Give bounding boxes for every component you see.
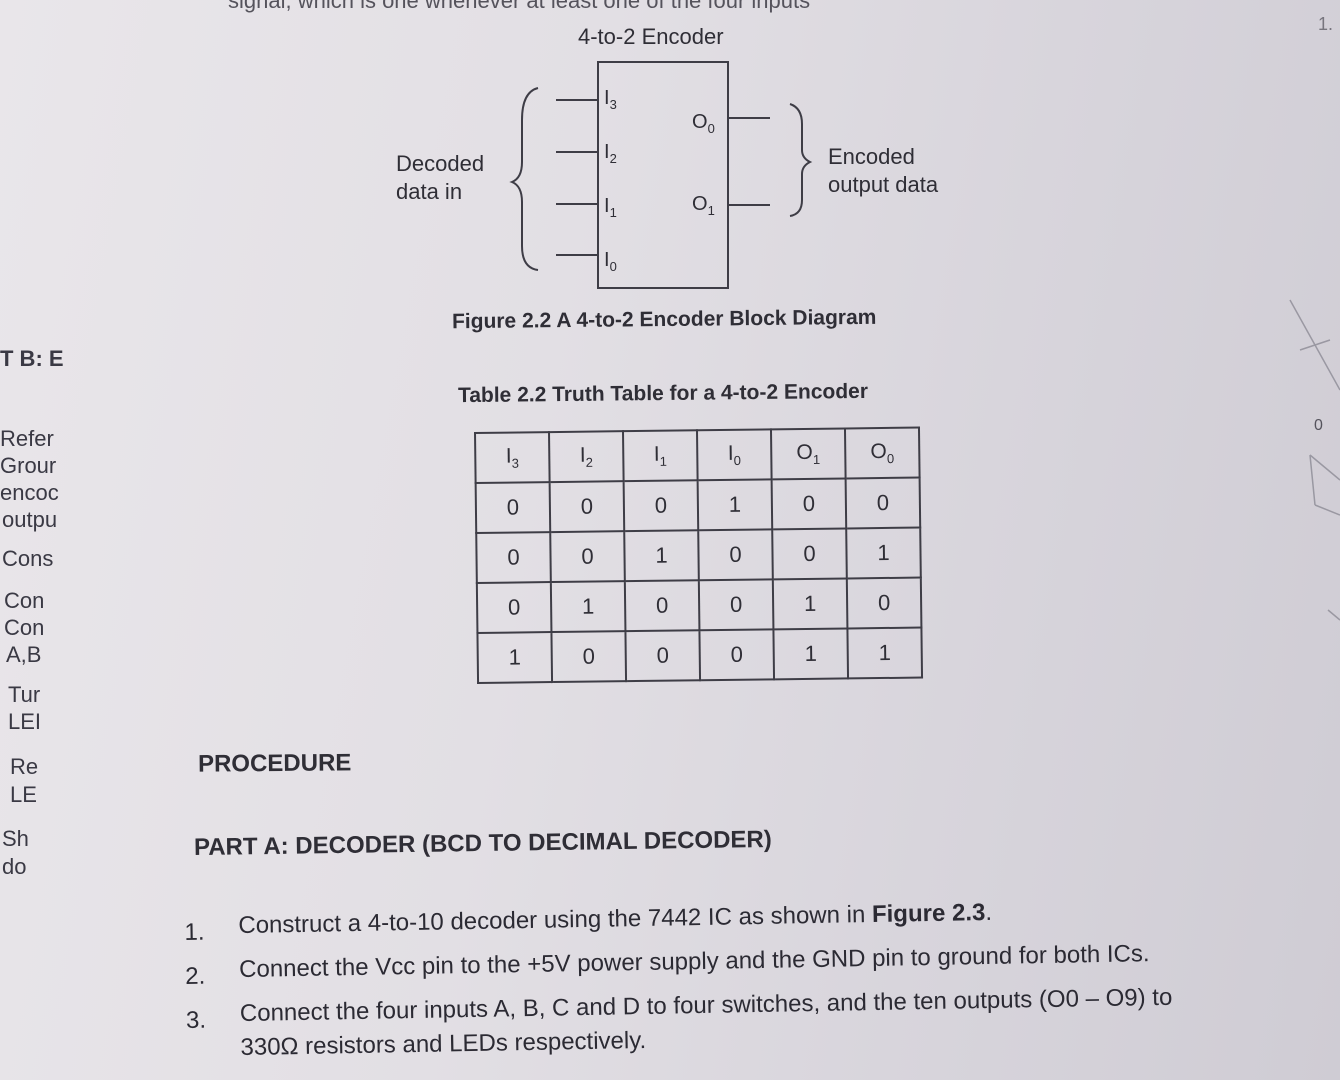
table-cell: 0 (846, 577, 922, 629)
header-cell: I2 (549, 431, 624, 483)
table-cell: 1 (847, 627, 923, 679)
table-row: 1 0 0 0 1 1 (477, 627, 923, 683)
table-cell: 1 (550, 581, 626, 633)
table-cell: 0 (476, 582, 552, 633)
step-text: Connect the Vcc pin to the +5V power sup… (238, 940, 1150, 984)
inputs-label-line1: Decoded (396, 151, 485, 176)
header-cell: I3 (475, 432, 550, 483)
table-cell: 0 (476, 532, 551, 583)
input-brace (509, 87, 539, 271)
cut-fragment: Re (10, 754, 39, 779)
outputs-label: Encoded output data (828, 143, 938, 199)
cut-fragment: do (2, 854, 27, 879)
header-cell: I0 (696, 429, 772, 481)
pin-label-i2: I2 (604, 141, 617, 166)
cut-heading: T B: E (0, 346, 64, 371)
pin-label-i3: I3 (604, 87, 617, 112)
cut-fragment: Cons (2, 546, 54, 571)
pin-label-i0: I0 (604, 249, 617, 274)
step-text: Connect the four inputs A, B, C and D to… (239, 983, 1173, 1028)
table-cell: 0 (624, 580, 700, 632)
right-edge-digit: 0 (1314, 417, 1323, 434)
truth-table: I3 I2 I1 I0 O1 O0 0 0 0 1 0 0 0 0 1 0 0 … (474, 427, 923, 684)
diagram-title: 4-to-2 Encoder (578, 24, 724, 49)
header-cell: O0 (844, 427, 920, 479)
figure-caption: Figure 2.2 A 4-to-2 Encoder Block Diagra… (451, 305, 877, 334)
truth-table-header-row: I3 I2 I1 I0 O1 O0 (475, 427, 920, 483)
step-text-continued: 330Ω resistors and LEDs respectively. (240, 1026, 647, 1062)
step-number: 1. (184, 918, 205, 946)
table-cell: 0 (551, 631, 627, 683)
outputs-label-line2: output data (828, 172, 939, 197)
encoder-block-diagram: I3 I2 I1 I0 O0 O1 (509, 61, 813, 289)
table-cell: 0 (549, 481, 625, 533)
table-cell: 0 (625, 630, 701, 682)
procedure-heading: PROCEDURE (197, 749, 352, 778)
table-cell: 1 (624, 530, 699, 582)
cut-fragment: A,B (6, 642, 42, 667)
cut-fragment: Refer (0, 426, 54, 451)
pin-label-o1: O1 (692, 193, 715, 218)
cut-fragment: LEI (8, 709, 42, 734)
pin-label-i1: I1 (604, 195, 617, 220)
left-margin-cut-text: T B: E Refer Grour encoc outpu Cons Con … (0, 0, 80, 1080)
cut-fragment: Grour (0, 453, 57, 478)
inputs-label-line2: data in (396, 179, 463, 204)
table-cell: 1 (773, 628, 849, 680)
table-row: 0 1 0 0 1 0 (476, 577, 922, 633)
header-cell: I1 (623, 430, 698, 482)
table-cell: 0 (772, 528, 847, 580)
cut-off-top-line: signal, which is one whenever at least o… (228, 0, 811, 13)
header-cell: O1 (770, 428, 846, 480)
outputs-label-line1: Encoded (828, 144, 915, 169)
step-text: Construct a 4-to-10 decoder using the 74… (238, 898, 993, 940)
table-cell: 1 (477, 632, 553, 683)
table-caption: Table 2.2 Truth Table for a 4-to-2 Encod… (457, 379, 869, 408)
output-brace (789, 103, 813, 217)
table-cell: 0 (475, 482, 551, 533)
table-cell: 0 (550, 531, 625, 583)
cut-fragment: outpu (2, 507, 58, 532)
part-a-heading: PART A: DECODER (BCD TO DECIMAL DECODER) (193, 825, 772, 862)
table-cell: 0 (699, 629, 775, 681)
table-row: 0 0 0 1 0 0 (475, 477, 921, 533)
pin-label-o0: O0 (692, 111, 715, 136)
table-cell: 0 (623, 480, 699, 532)
table-cell: 0 (771, 478, 847, 530)
cut-fragment: Sh (2, 826, 29, 851)
page-corner-mark: 1. (1318, 14, 1334, 34)
cut-fragment: Con (4, 615, 45, 640)
inputs-label: Decoded data in (396, 150, 484, 206)
table-row: 0 0 1 0 0 1 (476, 527, 921, 583)
cut-fragment: Con (4, 588, 45, 613)
cut-fragment: encoc (0, 480, 59, 505)
procedure-steps-list: 1. Construct a 4-to-10 decoder using the… (184, 886, 1286, 1061)
table-cell: 1 (846, 527, 921, 579)
table-cell: 1 (697, 479, 773, 531)
step-number: 2. (185, 962, 206, 990)
step-number: 3. (185, 1006, 207, 1034)
table-cell: 0 (698, 579, 774, 631)
encoder-box (597, 61, 729, 289)
table-cell: 1 (772, 578, 848, 630)
right-edge-sketch: 0 (1289, 299, 1340, 621)
table-cell: 0 (698, 529, 773, 581)
table-cell: 0 (845, 477, 921, 529)
cut-fragment: LE (10, 782, 37, 807)
cut-fragment: Tur (8, 682, 41, 707)
